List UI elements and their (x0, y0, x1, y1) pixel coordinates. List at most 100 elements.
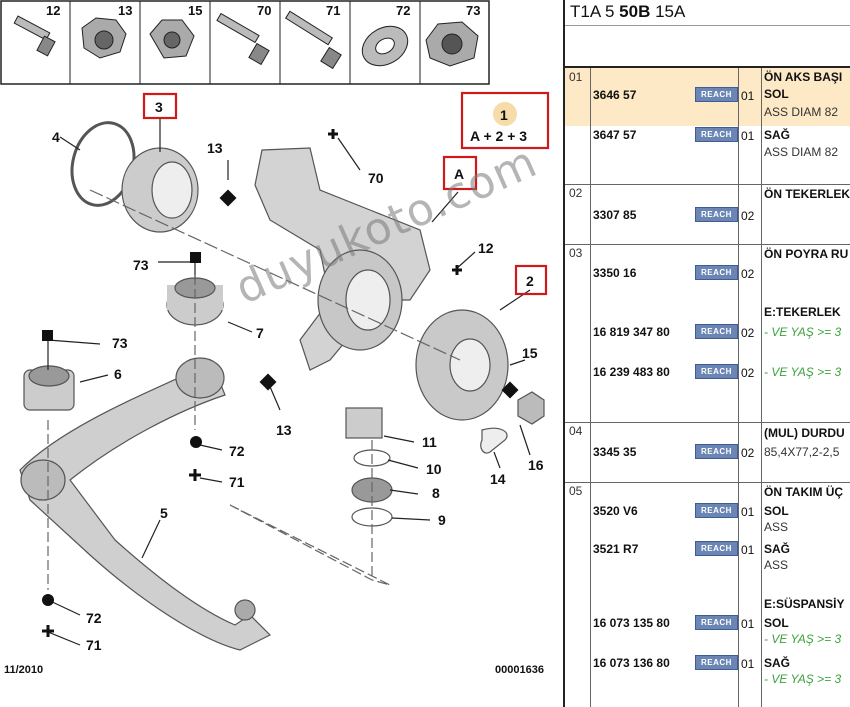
part-ref[interactable]: 3646 57 (593, 88, 637, 102)
reach-badge: REACH (695, 127, 738, 142)
qty: 01 (741, 505, 755, 519)
square-marker-15 (501, 381, 519, 399)
reach-badge: REACH (695, 615, 738, 630)
suspension-parts (19, 121, 545, 651)
callout-73a: 73 (133, 257, 149, 273)
part-sub: - VE YAŞ >= 3 (764, 672, 842, 686)
part-desc: ÖN TEKERLEK (764, 187, 850, 201)
reach-badge: REACH (695, 541, 738, 556)
part-ref[interactable]: 16 819 347 80 (593, 325, 670, 339)
callout-14: 14 (490, 471, 506, 487)
reach-badge: REACH (695, 364, 738, 379)
part-ref[interactable]: 3307 85 (593, 208, 637, 222)
part-ref[interactable]: 16 239 483 80 (593, 365, 670, 379)
group-number: 02 (569, 186, 583, 200)
callout-9: 9 (438, 512, 446, 528)
callout-71a: 71 (229, 474, 245, 490)
callout-labels-svg: 4 3 1 A + 2 + 3 A 13 70 12 2 73 7 73 6 1… (52, 99, 544, 653)
callout-4: 4 (52, 129, 60, 145)
column-divider (590, 184, 591, 244)
reach-badge: REACH (695, 655, 738, 670)
part-desc: ÖN POYRA RU (764, 247, 849, 261)
part-desc: ÖN AKS BAŞI (764, 70, 843, 84)
column-divider (738, 244, 739, 422)
part-sub: ASS (764, 558, 789, 572)
table-row[interactable]: 16 819 347 80 REACH 02 - VE YAŞ >= 3 (565, 323, 850, 343)
group-04: 04 (MUL) DURDU 3345 35 REACH 02 85,4X77,… (565, 422, 850, 483)
bolt-12-icon (13, 15, 56, 57)
callout-73b: 73 (112, 335, 128, 351)
callout-3: 3 (155, 99, 163, 115)
part-ref[interactable]: 16 073 135 80 (593, 616, 670, 630)
header-spacer (565, 26, 850, 68)
column-divider (761, 184, 762, 244)
parts-strip-labels: 12 13 15 70 71 72 73 (0, 0, 490, 85)
part-sub: 85,4X77,2-2,5 (764, 445, 840, 459)
part-ref[interactable]: 16 073 136 80 (593, 656, 670, 670)
part-sub: - VE YAŞ >= 3 (764, 632, 842, 646)
exploded-parts-diagram: 12 13 15 70 71 72 73 4 3 1 A + 2 + 3 A 1… (0, 0, 550, 676)
reach-badge: REACH (695, 444, 738, 459)
part-ref[interactable]: 3521 R7 (593, 542, 639, 556)
strip-label-15: 15 (188, 3, 203, 18)
table-row[interactable]: 3345 35 REACH 02 85,4X77,2-2,5 (565, 443, 850, 463)
table-row[interactable]: 3307 85 REACH 02 (565, 206, 850, 226)
callout-13a: 13 (207, 140, 223, 156)
group-number: 05 (569, 484, 583, 498)
callout-7: 7 (256, 325, 264, 341)
table-row[interactable]: 16 073 136 80 REACH 01 SAĞ (565, 654, 850, 674)
part-sub: - VE YAŞ >= 3 (764, 365, 842, 379)
part-ref[interactable]: 3520 V6 (593, 504, 638, 518)
callout-71b: 71 (86, 637, 102, 653)
qty: 01 (741, 617, 755, 631)
callout-15: 15 (522, 345, 538, 361)
column-divider (738, 68, 739, 184)
table-row[interactable]: 3520 V6 REACH 01 SOL (565, 502, 850, 522)
red-callouts (142, 91, 550, 296)
column-divider (590, 68, 591, 184)
callout-8: 8 (432, 485, 440, 501)
column-divider (590, 244, 591, 422)
table-row[interactable]: 3350 16 REACH 02 (565, 264, 850, 284)
part-sub: ASS DIAM 82 (764, 105, 839, 119)
group-number: 04 (569, 424, 583, 438)
callout-2: 2 (526, 273, 534, 289)
table-row[interactable]: 16 073 135 80 REACH 01 SOL (565, 614, 850, 634)
qty: 01 (741, 543, 755, 557)
table-row[interactable]: 3521 R7 REACH 01 SAĞ (565, 540, 850, 560)
part-ref[interactable]: 3647 57 (593, 128, 637, 142)
callout-70: 70 (368, 170, 384, 186)
square-marker-13b (259, 373, 277, 391)
reach-badge: REACH (695, 87, 738, 102)
part-sub: SOL (764, 87, 789, 101)
callout-a-2-3: A + 2 + 3 (470, 128, 527, 144)
part-sub: SOL (764, 504, 789, 518)
part-ref[interactable]: 3350 16 (593, 266, 637, 280)
reach-badge: REACH (695, 265, 738, 280)
header-suffix: 15A (655, 2, 686, 21)
nut-13-icon (81, 17, 127, 59)
group-02: 02 ÖN TEKERLEK 3307 85 REACH 02 (565, 184, 850, 245)
reach-badge: REACH (695, 207, 738, 222)
part-sub: - VE YAŞ >= 3 (764, 325, 842, 339)
strip-label-72: 72 (396, 3, 411, 18)
table-header: T1A 5 50B 15A (565, 0, 850, 26)
table-row[interactable]: 3646 57 REACH 01 (565, 86, 850, 106)
column-divider (738, 482, 739, 707)
callout-6: 6 (114, 366, 122, 382)
header-bold: 50B (619, 2, 651, 21)
square-marker-73b (42, 330, 53, 341)
reach-badge: REACH (695, 503, 738, 518)
qty: 02 (741, 267, 755, 281)
part-ref[interactable]: 3345 35 (593, 445, 637, 459)
table-row[interactable]: 16 239 483 80 REACH 02 - VE YAŞ >= 3 (565, 363, 850, 383)
callout-a: A (454, 166, 464, 182)
group-01: 01 3646 57 REACH 01 ÖN AKS BAŞI SOL ASS … (565, 68, 850, 185)
reach-badge: REACH (695, 324, 738, 339)
bolt-71-icon (284, 10, 342, 70)
column-divider (590, 422, 591, 482)
table-row[interactable]: 3647 57 REACH 01 SAĞ (565, 126, 850, 146)
diagram-date: 11/2010 (4, 664, 44, 676)
qty: 02 (741, 446, 755, 460)
qty: 01 (741, 129, 755, 143)
